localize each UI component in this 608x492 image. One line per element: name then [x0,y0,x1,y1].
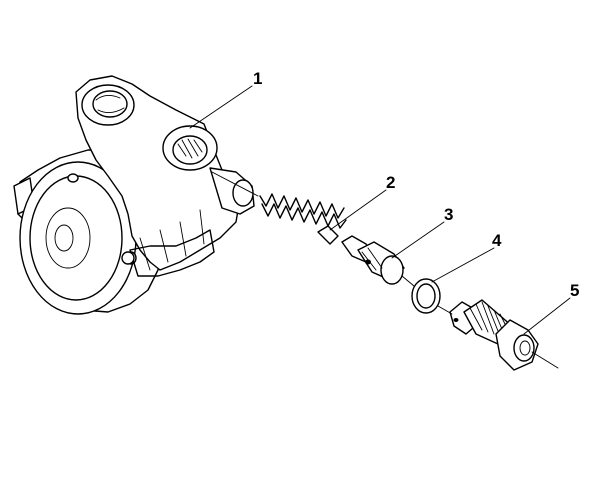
outlet-fitting [449,299,539,371]
callout-3: 3 [444,205,453,224]
spring-end-cap [317,225,339,245]
valve-bore-opening [232,179,254,207]
outlet-port-threads [177,138,203,159]
callout-leaders [189,85,571,335]
callout-labels: 1 2 3 4 5 [253,69,579,300]
axis-fitting-exit [531,351,559,369]
axis-pump-to-spring [211,171,259,197]
assembly-axis-lines [211,171,559,369]
o-ring-inner [416,283,436,309]
callout-1: 1 [253,69,262,88]
face-bolt-hole-top [67,173,79,183]
outlet-port [172,135,208,165]
leader-4 [431,247,495,283]
pump-face-hub-ring [45,207,91,269]
spring-coils-back [261,203,347,229]
callout-4: 4 [492,231,502,250]
leader-2 [329,189,387,231]
fitting-bore-inner [519,340,531,356]
o-ring-seal [411,278,441,314]
lower-bolt-boss [121,251,135,265]
fitting-nose-hole [453,318,459,322]
leader-5 [523,297,571,335]
pump-face-hub [54,224,74,252]
pump-rib-lines [139,209,205,271]
pump-body [13,75,255,315]
leader-1 [189,85,253,129]
valve-land-face [380,255,404,285]
axis-ring-to-fitting [437,305,453,315]
valve-orifice [365,259,371,265]
pump-lower-casting [129,229,215,277]
inlet-port [92,90,128,118]
axis-valve-to-ring [401,275,415,287]
callout-5: 5 [570,281,579,300]
fitting-threads [469,301,509,337]
spring-coils [259,193,345,219]
fitting-bore [513,334,535,362]
flow-control-spring [259,193,347,245]
callout-2: 2 [386,173,395,192]
inlet-port-shading [95,95,125,113]
flow-control-valve [341,235,405,285]
leader-3 [391,221,445,259]
